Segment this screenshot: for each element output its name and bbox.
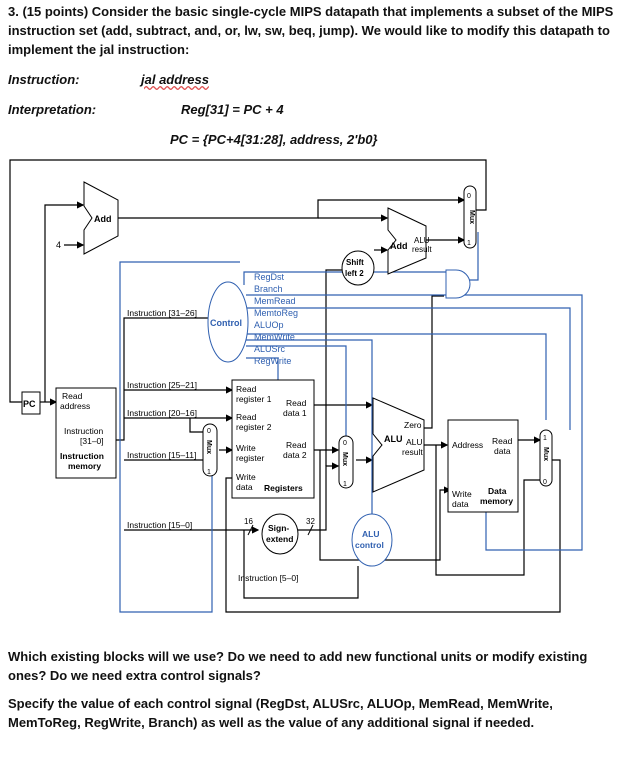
regs-read-reg2-b: register 2 [236,422,272,432]
signal-regdst: RegDst [254,272,285,282]
imem-read-label: Read [62,391,83,401]
regs-read-reg2-a: Read [236,412,257,422]
shift-left-label-2: left 2 [345,269,364,278]
alu-label: ALU [384,434,403,444]
alu-control-label-1: ALU [362,529,379,539]
instr-15-0-label: Instruction [15–0] [127,520,192,530]
dmem-title-1: Data [488,486,507,496]
regs-write-data-b: data [236,482,253,492]
regdst-mux-input-1: 1 [207,469,211,476]
imem-title-1: Instruction [60,451,104,461]
regdst-mux-label: Mux [205,440,212,454]
interpretation-line-1: Reg[31] = PC + 4 [181,102,284,117]
sign-extend-label-2: extend [266,534,293,544]
bits-16-label: 16 [244,517,253,526]
register-file [231,379,315,499]
pc-register [21,391,41,415]
signal-memwrite: MemWrite [254,332,295,342]
imem-title-2: memory [68,461,101,471]
alu-result-label-1: ALU [406,437,423,447]
alu-zero-label: Zero [404,420,422,430]
memtoreg-mux-label: Mux [542,447,549,461]
instruction-field-labels: Instruction [31–26] Instruction [25–21] … [127,308,298,583]
pc-adder [83,181,119,255]
alusrc-mux-label: Mux [341,452,348,466]
signal-alusrc: ALUSrc [254,344,286,354]
alusrc-mux-input-1: 1 [343,481,347,488]
pc-mux-label: Mux [468,210,475,224]
regs-read-data2-b: data 2 [283,450,307,460]
pc-mux-input-1: 1 [467,240,471,247]
instr-5-0-label: Instruction [5–0] [238,573,298,583]
regs-read-reg1-b: register 1 [236,394,272,404]
alu-result-label-2: result [402,447,423,457]
instr-25-21-label: Instruction [25–21] [127,380,197,390]
regs-title: Registers [264,483,303,493]
regs-read-reg1-a: Read [236,384,257,394]
imem-instruction-label: Instruction [64,426,103,436]
interpretation-line-2: PC = {PC+4[31:28], address, 2'b0} [170,132,378,147]
branch-and-gate [445,269,471,299]
regs-write-reg-b: register [236,453,265,463]
regs-read-data1-a: Read [286,398,307,408]
signal-memtoreg: MemtoReg [254,308,298,318]
alu-control-label-2: control [355,540,384,550]
memtoreg-mux-input-1: 1 [543,435,547,442]
branch-adder-result-label: result [412,245,432,254]
branch-adder-alu-label: ALU [414,236,430,245]
alu-control-unit [351,513,393,567]
dmem-read-label-1: Read [492,436,513,446]
alusrc-mux-input-0: 0 [343,440,347,447]
main-alu [372,397,425,493]
regs-read-data1-b: data 1 [283,408,307,418]
regs-write-data-a: Write [236,472,256,482]
branch-adder [387,207,427,275]
pc-label: PC [23,399,36,409]
signal-regwrite: RegWrite [254,356,291,366]
dmem-write-label-2: data [452,499,469,509]
regdst-mux-input-0: 0 [207,428,211,435]
dmem-address-label: Address [452,440,483,450]
memtoreg-mux [539,429,553,487]
question-1: Which existing blocks will we use? Do we… [8,649,588,683]
question-intro: 3. (15 points) Consider the basic single… [8,4,614,57]
bits-32-label: 32 [306,517,315,526]
sign-extend-unit [261,513,299,555]
branch-adder-add-label: Add [390,241,408,251]
signal-branch: Branch [254,284,283,294]
data-memory [447,419,519,513]
instruction-label: Instruction: [8,72,80,87]
instr-15-11-label: Instruction [15–11] [127,450,196,460]
control-label: Control [210,318,242,328]
interpretation-label: Interpretation: [8,102,97,117]
question-2: Specify the value of each control signal… [8,696,553,730]
dmem-title-2: memory [480,496,513,506]
pc-adder-label: Add [94,214,112,224]
shift-left-2-unit [341,250,375,286]
alusrc-mux [338,435,354,489]
sign-extend-label-1: Sign- [268,523,289,533]
control-signal-labels: RegDst Branch MemRead MemtoReg ALUOp Mem… [254,272,298,366]
shift-left-label-1: Shift [346,258,364,267]
instr-20-16-label: Instruction [20–16] [127,408,197,418]
control-unit [207,281,249,363]
regs-read-data2-a: Read [286,440,307,450]
imem-address-label: address [60,401,90,411]
signal-memread: MemRead [254,296,296,306]
regdst-mux [202,423,218,477]
memtoreg-mux-input-0: 0 [543,479,547,486]
instruction-memory [55,387,117,479]
instr-31-26-label: Instruction [31–26] [127,308,197,318]
regs-write-reg-a: Write [236,443,256,453]
instruction-value: jal address [141,72,209,87]
pc-source-mux [463,185,477,249]
imem-bits-label: [31–0] [80,436,104,446]
pc-mux-input-0: 0 [467,193,471,200]
dmem-write-label-1: Write [452,489,472,499]
dmem-read-label-2: data [494,446,511,456]
signal-aluop: ALUOp [254,320,284,330]
constant-four: 4 [56,240,61,250]
